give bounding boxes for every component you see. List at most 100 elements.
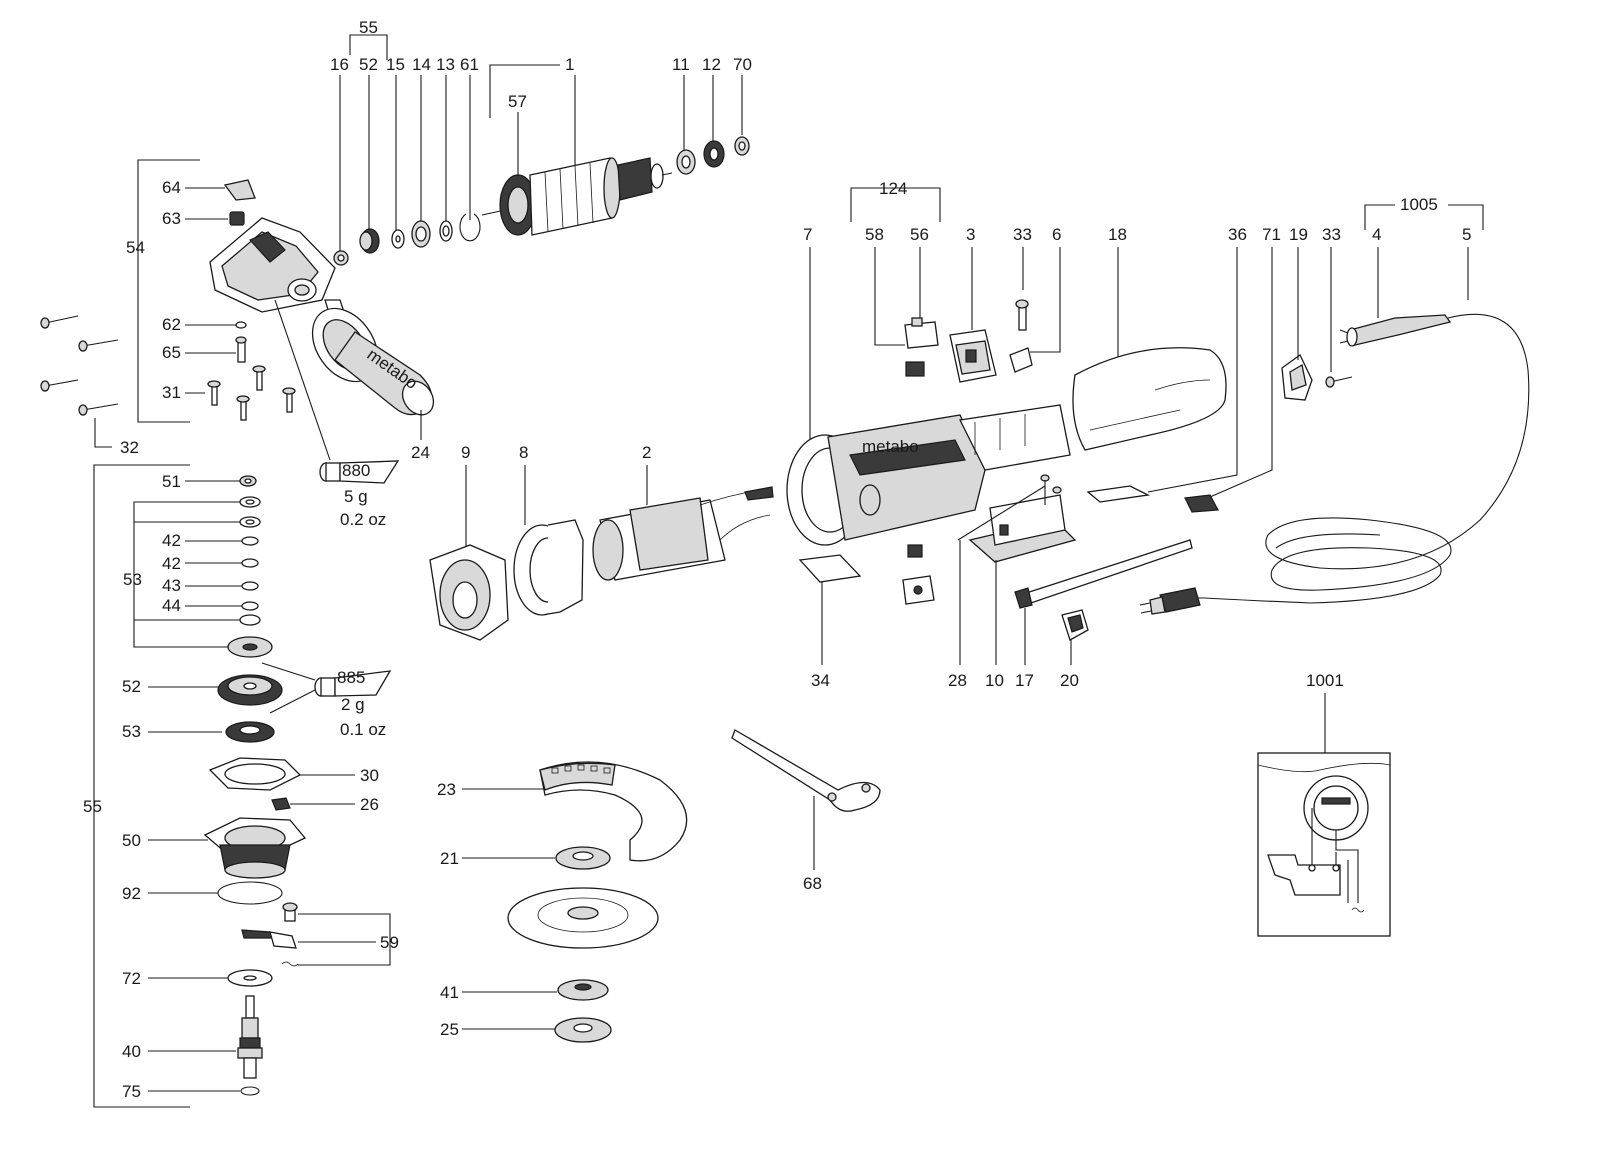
label-72: 72	[122, 969, 141, 988]
label-71: 71	[1262, 225, 1281, 244]
switch-3	[949, 329, 997, 383]
label-23: 23	[437, 780, 456, 799]
label-58: 58	[865, 225, 884, 244]
label-1005: 1005	[1400, 195, 1438, 214]
label-16: 16	[330, 55, 349, 74]
bearing-11	[676, 149, 696, 175]
screws-32	[40, 315, 119, 416]
shim-44	[241, 601, 259, 611]
brush-holder-56	[904, 317, 939, 349]
label-12: 12	[702, 55, 721, 74]
shim-43	[241, 581, 259, 591]
lock-pin-59	[282, 902, 298, 922]
label-25: 25	[440, 1020, 459, 1039]
label-plate-36	[1086, 485, 1151, 503]
label-10: 10	[985, 671, 1004, 690]
switch-element	[902, 575, 935, 605]
label-34: 34	[811, 671, 830, 690]
lock-lever-59	[241, 929, 297, 949]
washer-13	[439, 220, 453, 242]
flange-21	[555, 846, 611, 870]
washer-15	[391, 229, 405, 249]
button-20	[1061, 609, 1089, 641]
spring-59	[281, 961, 299, 967]
label-55-top: 55	[359, 18, 378, 37]
body-logo: metabo	[862, 437, 919, 456]
nut-51	[239, 475, 257, 487]
label-30: 30	[360, 766, 379, 785]
bearing-14	[411, 220, 431, 248]
label-75: 75	[122, 1082, 141, 1101]
plate-10	[968, 494, 1077, 563]
label-5: 5	[1462, 225, 1471, 244]
screw-31-d	[282, 387, 296, 413]
label-9: 9	[461, 443, 470, 462]
label-19: 19	[1289, 225, 1308, 244]
label-52-top: 52	[359, 55, 378, 74]
grease-885-weight: 2 g	[341, 695, 365, 714]
side-handle-24: metabo	[311, 307, 435, 416]
label-68: 68	[803, 874, 822, 893]
screw-31-a	[207, 380, 221, 406]
spindle-40	[237, 995, 263, 1079]
grease-880-code: 880	[342, 461, 370, 480]
label-124: 124	[879, 179, 907, 198]
label-53-lower: 53	[122, 722, 141, 741]
screw-31-c	[236, 395, 250, 421]
label-44: 44	[162, 596, 181, 615]
screw-33-a	[1015, 299, 1029, 331]
label-70: 70	[733, 55, 752, 74]
label-55-left: 55	[83, 797, 102, 816]
air-guide-8	[513, 519, 584, 616]
screw-28-top	[1040, 474, 1062, 494]
label-20: 20	[1060, 671, 1079, 690]
power-cord-5	[1195, 313, 1530, 604]
circlip-61	[459, 213, 481, 242]
label-59: 59	[380, 933, 399, 952]
flange-50	[203, 817, 307, 879]
pinion-52-top	[359, 228, 380, 254]
o-ring-75	[240, 1086, 260, 1096]
gear-housing	[209, 217, 345, 317]
label-65: 65	[162, 343, 181, 362]
bevel-gear-52	[217, 674, 283, 706]
label-53-left: 53	[123, 570, 142, 589]
screw-33-b	[1325, 376, 1353, 388]
cap-28	[907, 544, 923, 558]
label-57: 57	[508, 92, 527, 111]
label-64: 64	[162, 178, 181, 197]
label-plate-34	[798, 554, 862, 583]
label-11: 11	[672, 55, 690, 74]
label-42-b: 42	[162, 554, 181, 573]
label-18: 18	[1108, 225, 1127, 244]
bush-70	[734, 136, 750, 156]
nut-41	[557, 979, 609, 1001]
slider-17	[1014, 539, 1193, 609]
label-56: 56	[910, 225, 929, 244]
label-63: 63	[162, 209, 181, 228]
label-6: 6	[1052, 225, 1061, 244]
button-64	[223, 179, 256, 201]
guard-23	[539, 761, 688, 862]
washer-53-c	[239, 614, 261, 626]
motor-housing-7: metabo	[786, 404, 1071, 546]
label-33-a: 33	[1013, 225, 1032, 244]
label-52-left: 52	[122, 677, 141, 696]
label-13: 13	[436, 55, 455, 74]
bearing-53-lower-plate	[227, 636, 273, 658]
label-4: 4	[1372, 225, 1381, 244]
label-14: 14	[412, 55, 431, 74]
spanner-68	[731, 729, 881, 812]
bearing-53	[225, 721, 275, 743]
label-17: 17	[1015, 671, 1034, 690]
latch-71	[1184, 494, 1219, 513]
label-1: 1	[565, 55, 574, 74]
label-33-b: 33	[1322, 225, 1341, 244]
plug	[1139, 587, 1201, 615]
cover-18	[1072, 347, 1227, 451]
bracket-1: 1	[489, 55, 576, 165]
label-51: 51	[162, 472, 181, 491]
clamp-6	[1009, 347, 1033, 373]
spring-63	[229, 211, 245, 226]
